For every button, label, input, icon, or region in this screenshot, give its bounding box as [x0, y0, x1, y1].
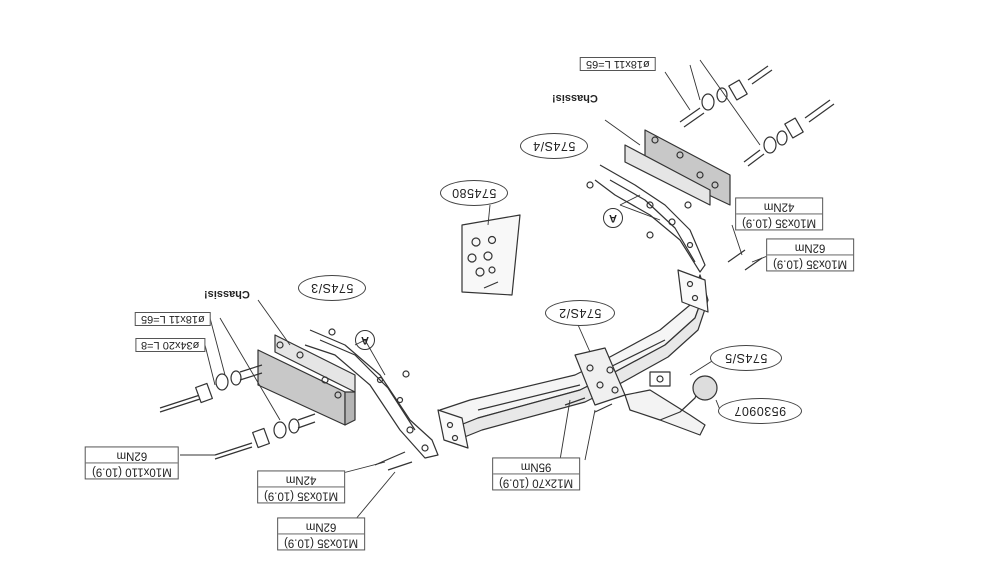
torque-value: 42Nm	[763, 200, 795, 213]
callout-a-left: A	[355, 330, 375, 350]
bolt-tag-left: ø18x11 L=65	[135, 312, 211, 326]
torque-spec: M10x35 (10.9)	[264, 489, 339, 502]
torque-box-r1: M10x35 (10.9) 42Nm	[735, 197, 824, 231]
torque-spec: M12x70 (10.9)	[499, 476, 574, 489]
right-chassis-plate	[624, 129, 731, 206]
leader-lines	[180, 59, 771, 521]
parts-bag	[461, 214, 521, 296]
part-label-574s2: 574S/2	[545, 300, 615, 326]
chassis-tag-right: Chassis!	[552, 92, 598, 104]
torque-value: 95Nm	[520, 460, 552, 473]
torque-value: 42Nm	[285, 473, 317, 486]
torque-spec: M10x35 (10.9)	[773, 257, 848, 270]
part-label-574s3: 574S/3	[298, 275, 366, 301]
left-chassis-plate	[257, 334, 356, 426]
left-end-plate	[437, 409, 469, 449]
left-side-bracket	[304, 329, 439, 459]
chassis-tag-left: Chassis!	[204, 288, 250, 300]
torque-box-l1: M10x110 (10.9) 62Nm	[85, 446, 179, 480]
part-label-574s4: 574S/4	[520, 133, 588, 159]
part-label-9530907: 9530907	[718, 398, 802, 424]
torque-value: 62Nm	[305, 520, 337, 533]
torque-box-r2: M10x35 (10.9) 62Nm	[766, 238, 855, 272]
torque-spec: M10x110 (10.9)	[92, 465, 172, 478]
torque-spec: M10x35 (10.9)	[742, 216, 817, 229]
part-label-574s5: 574S/5	[710, 345, 782, 371]
part-label-574580: 574580	[440, 180, 508, 206]
right-bolts	[586, 65, 835, 271]
right-side-bracket	[594, 164, 706, 273]
spacer-tag-left: ø34x20 L=8	[135, 338, 206, 352]
right-end-plate	[677, 269, 709, 313]
tow-ball	[624, 371, 718, 436]
torque-box-c1: M12x70 (10.9) 95Nm	[492, 457, 581, 491]
left-bolts	[159, 328, 413, 471]
torque-value: 62Nm	[794, 241, 826, 254]
callout-a-right: A	[603, 208, 623, 228]
bolt-tag-right: ø18x11 L=65	[580, 57, 656, 71]
torque-spec: M10x35 (10.9)	[284, 536, 359, 549]
torque-value: 62Nm	[116, 449, 148, 462]
torque-box-l2: M10x35 (10.9) 42Nm	[257, 470, 346, 504]
torque-box-l3: M10x35 (10.9) 62Nm	[277, 517, 366, 551]
